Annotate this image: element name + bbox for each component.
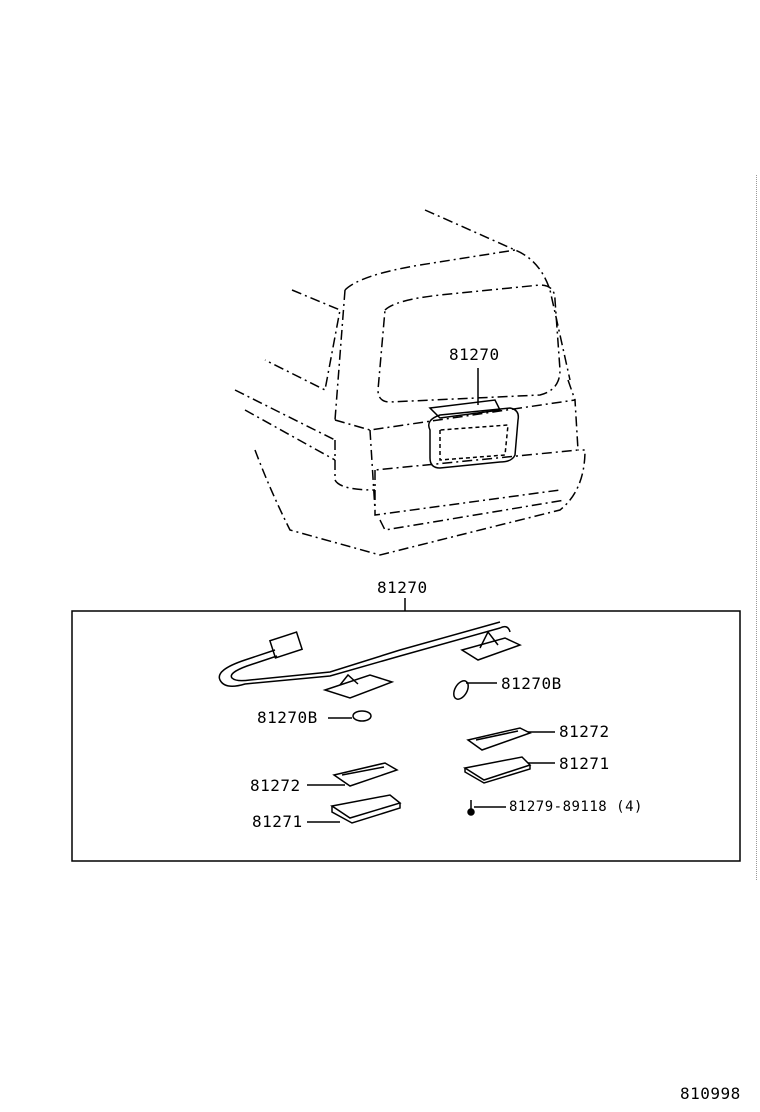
part-label-81270b-right[interactable]: 81270B	[501, 674, 562, 693]
bulb-right-icon	[453, 680, 497, 700]
wire-harness	[218, 621, 522, 699]
part-label-81270-vehicle[interactable]: 81270	[449, 345, 500, 364]
part-label-81271-left[interactable]: 81271	[252, 812, 303, 831]
part-label-81270-assembly[interactable]: 81270	[377, 578, 428, 597]
lens-right-icon	[466, 727, 555, 751]
vehicle-outline	[234, 209, 586, 556]
part-label-81272-right[interactable]: 81272	[559, 722, 610, 741]
screw-icon	[467, 800, 506, 816]
part-label-81270b-left[interactable]: 81270B	[257, 708, 318, 727]
diagram-id: 810998	[680, 1084, 741, 1103]
part-label-81279-89118[interactable]: 81279-89118 (4)	[509, 799, 643, 815]
assembly-box	[71, 610, 741, 862]
license-plate-area	[428, 368, 520, 469]
lens-left-icon	[307, 762, 399, 787]
housing-left-icon	[307, 794, 402, 824]
housing-right-icon	[462, 756, 555, 784]
part-label-81272-left[interactable]: 81272	[250, 776, 301, 795]
bulb-left-icon	[328, 710, 372, 722]
part-label-81271-right[interactable]: 81271	[559, 754, 610, 773]
page-edge-divider	[756, 175, 757, 880]
